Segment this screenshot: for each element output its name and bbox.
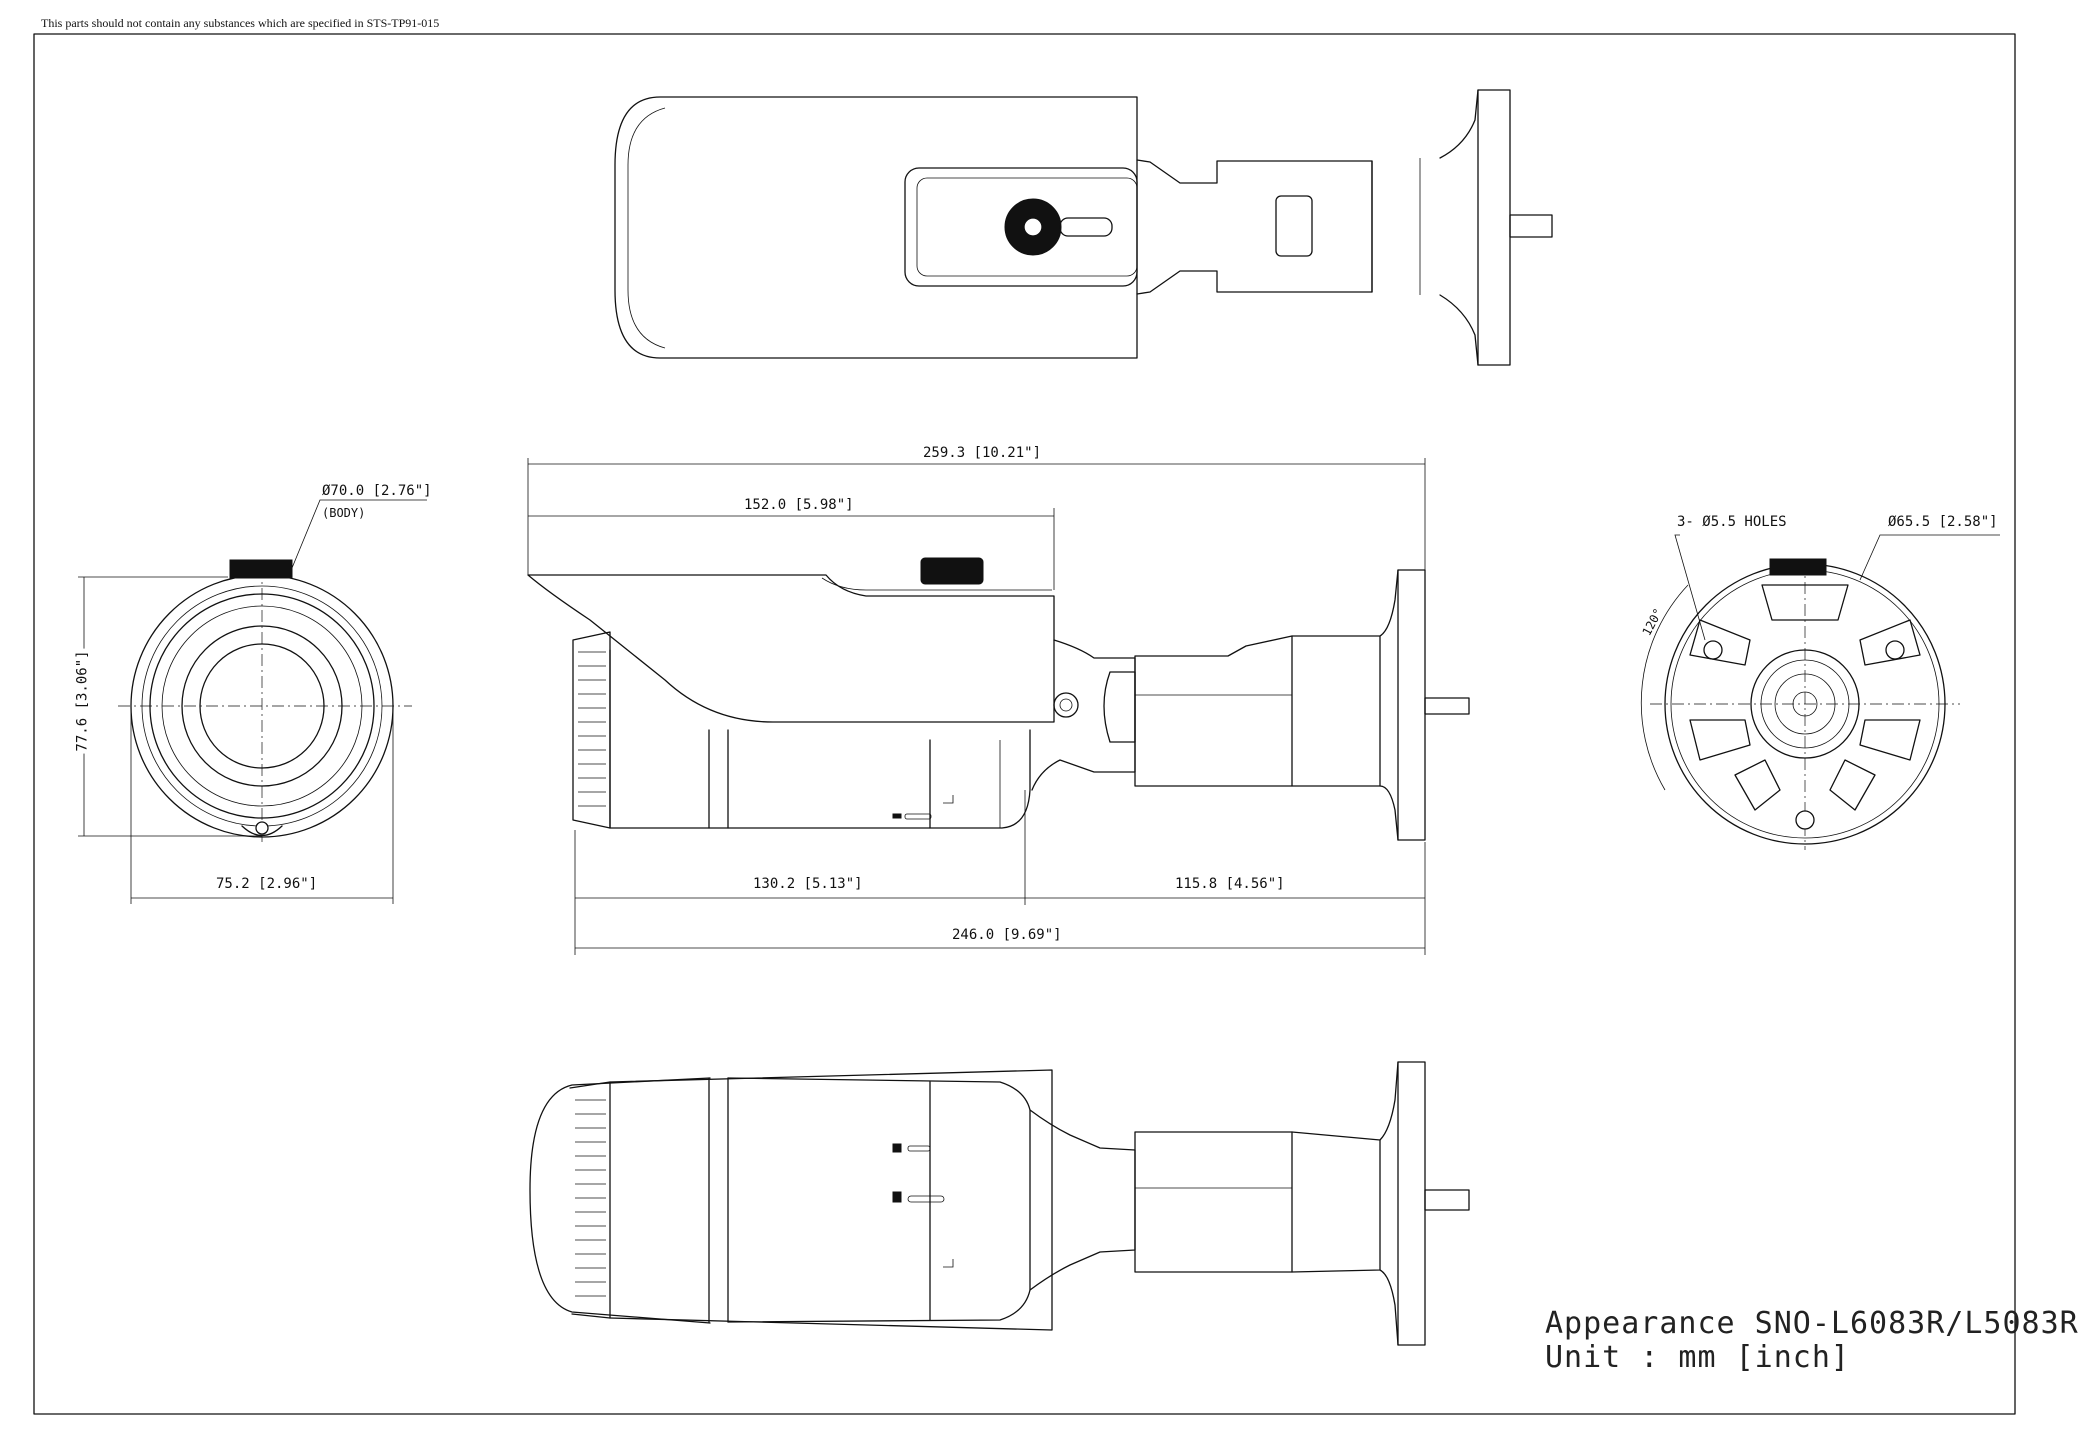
mount-holes-label: 3- Ø5.5 HOLES xyxy=(1675,514,1789,530)
front-width-label: 75.2 [2.96"] xyxy=(214,876,320,892)
front-height-label: 77.6 [3.06"] xyxy=(74,648,91,754)
overall-length-label: 259.3 [10.21"] xyxy=(921,445,1044,461)
compliance-notice: This parts should not contain any substa… xyxy=(41,16,440,30)
body-length-label: 130.2 [5.13"] xyxy=(751,876,865,892)
mount-diameter-label: Ø65.5 [2.58"] xyxy=(1886,514,2000,530)
mount-view xyxy=(1640,558,1960,850)
side-view-dimensions xyxy=(527,458,1426,955)
drawing-title: Appearance SNO-L6083R/L5083R Unit : mm [… xyxy=(1545,1307,2079,1375)
front-view xyxy=(118,559,412,846)
drawing-frame xyxy=(33,33,2016,1415)
body-note-label: (BODY) xyxy=(320,506,368,520)
top-view xyxy=(614,89,1553,366)
title-line-1: Appearance SNO-L6083R/L5083R xyxy=(1545,1306,2079,1341)
mount-length-label: 115.8 [4.56"] xyxy=(1173,876,1287,892)
side-view xyxy=(527,557,1470,841)
hood-length-label: 152.0 [5.98"] xyxy=(742,497,856,513)
body-diameter-label: Ø70.0 [2.76"] xyxy=(320,483,434,499)
title-line-2: Unit : mm [inch] xyxy=(1545,1340,1850,1375)
total-length-label: 246.0 [9.69"] xyxy=(950,927,1064,943)
bottom-view xyxy=(529,1061,1470,1346)
mount-view-dimensions xyxy=(1674,534,2000,641)
